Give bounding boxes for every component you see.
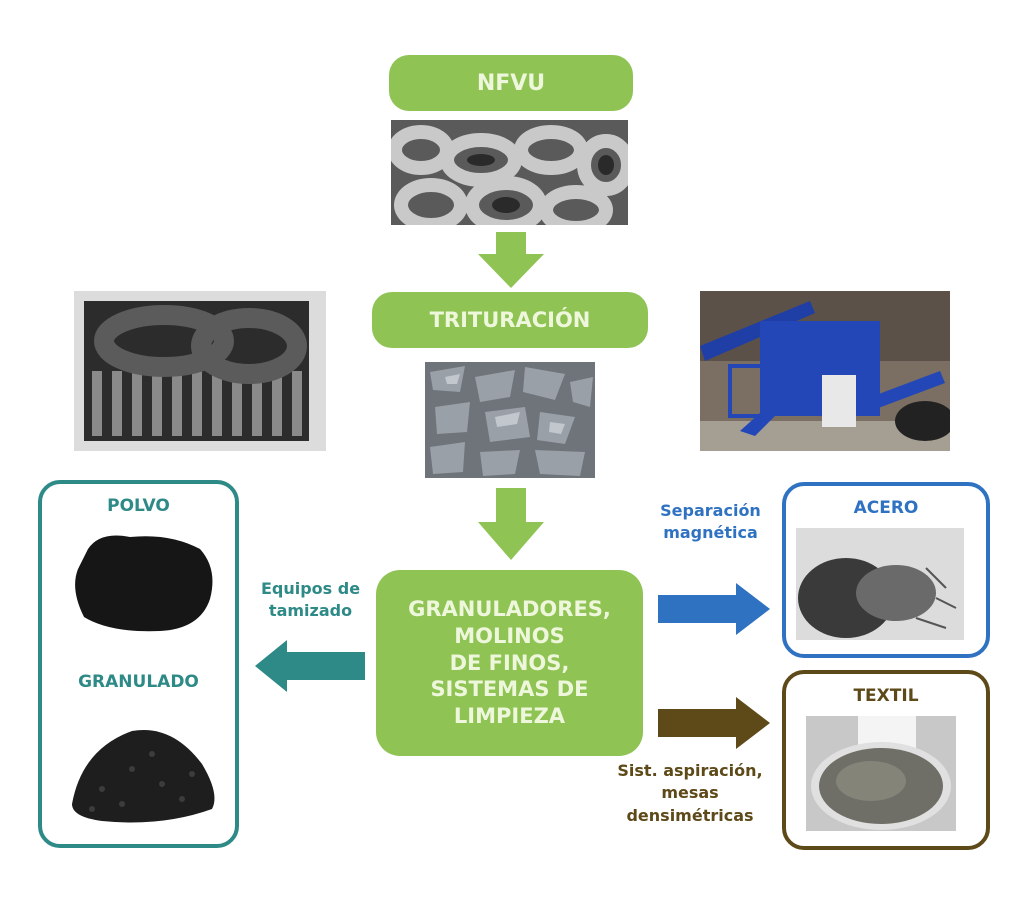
photo-shredded-chips (425, 362, 595, 478)
stage-granuladores-label: GRANULADORES, MOLINOS DE FINOS, SISTEMAS… (408, 597, 611, 728)
photo-granulado (72, 729, 215, 823)
arrow-left-teal (255, 640, 365, 692)
output-acero-label: ACERO (853, 498, 919, 518)
stage-granuladores: GRANULADORES, MOLINOS DE FINOS, SISTEMAS… (376, 570, 643, 756)
photo-polvo (75, 535, 213, 632)
label-sist-aspiracion: Sist. aspiración, mesas densimétricas (617, 761, 763, 825)
photo-tires (391, 120, 628, 225)
output-box-polvo-granulado: POLVO GRANULADO (38, 480, 239, 848)
output-polvo-label: POLVO (107, 496, 170, 516)
output-box-textil: TEXTIL (782, 670, 990, 850)
arrow-down-1 (478, 232, 544, 288)
photo-textil (806, 716, 956, 831)
stage-nfvu: NFVU (389, 55, 633, 111)
stage-trituracion: TRITURACIÓN (372, 292, 648, 348)
photo-acero (796, 528, 964, 640)
output-box-acero: ACERO (782, 482, 990, 658)
stage-nfvu-label: NFVU (476, 70, 546, 96)
arrow-right-brown (658, 697, 770, 749)
output-textil-label: TEXTIL (853, 686, 919, 706)
photo-shredder (74, 291, 326, 451)
arrow-down-2 (478, 488, 544, 560)
label-separacion-magnetica: Separación magnética (660, 501, 761, 543)
output-granulado-label: GRANULADO (78, 672, 199, 692)
label-equipos-tamizado: Equipos de tamizado (260, 579, 361, 621)
stage-trituracion-label: TRITURACIÓN (429, 308, 591, 332)
arrow-right-blue (658, 583, 770, 635)
photo-plant (700, 291, 950, 451)
